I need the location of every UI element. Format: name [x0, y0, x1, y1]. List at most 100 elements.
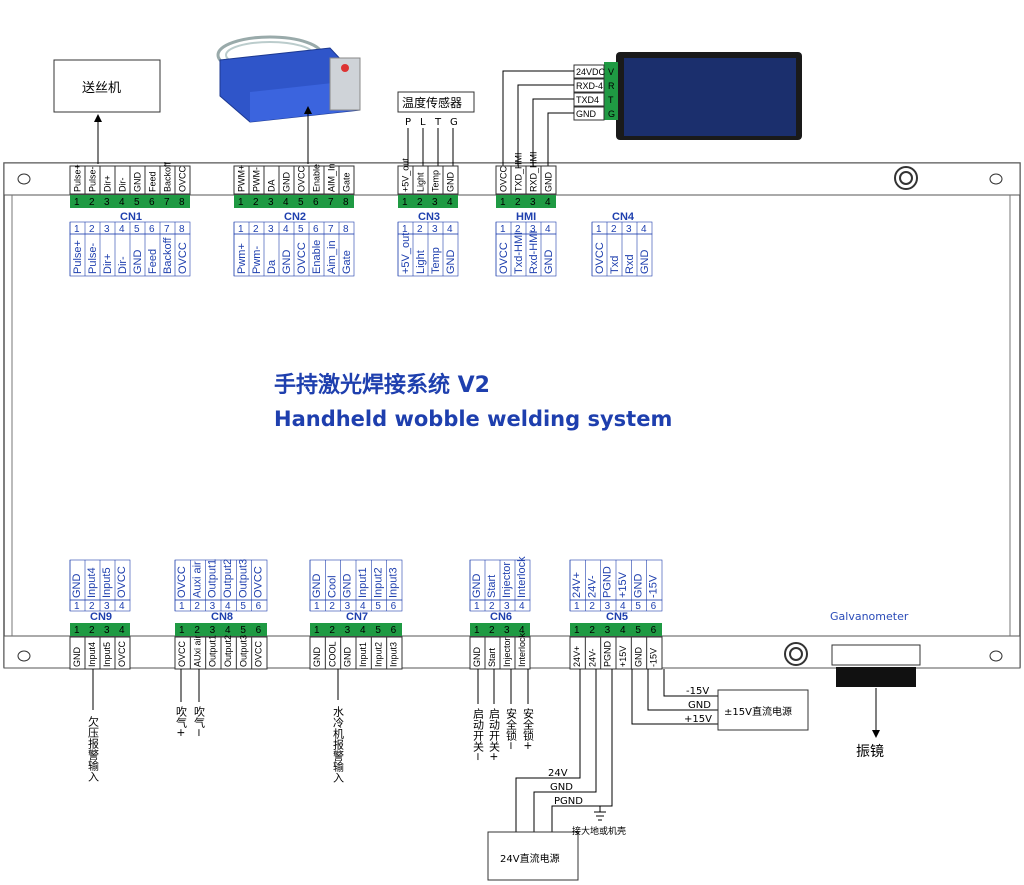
pin-label: Output3 — [237, 559, 249, 598]
terminal-number: 3 — [530, 197, 536, 208]
pin-number: 3 — [210, 601, 216, 612]
terminal-label: Dir- — [118, 178, 128, 193]
laser-source-image — [216, 35, 361, 123]
pin-number: 2 — [89, 601, 95, 612]
hmi-pin-label: TXD4 — [576, 95, 599, 105]
pin-label: Dir- — [117, 256, 129, 274]
terminal-number: 3 — [504, 625, 510, 636]
galvanometer-label: Galvanometer — [830, 610, 909, 623]
fan-screw — [894, 166, 918, 190]
pin-label: OVCC — [498, 242, 510, 274]
pin-number: 5 — [635, 601, 641, 612]
svg-text:安全锁+: 安全锁+ — [522, 707, 535, 751]
pin-label: Output2 — [222, 559, 234, 598]
terminal-label: GND — [343, 647, 353, 668]
connector-title: CN1 — [120, 211, 142, 223]
terminal-number: 1 — [574, 625, 580, 636]
wire-label-gnd: GND — [550, 782, 573, 793]
terminal-number: 2 — [194, 625, 200, 636]
pin-label: +15V — [617, 571, 629, 598]
pin-number: 6 — [149, 224, 155, 235]
temp-sensor-pin: T — [434, 117, 442, 128]
svg-text:水冷机报警输入: 水冷机报警输入 — [332, 706, 345, 783]
pin-label: GND — [445, 250, 457, 275]
pin-number: 1 — [314, 601, 320, 612]
wire-label-gnd15: GND — [688, 700, 711, 711]
pin-label: PGND — [602, 566, 614, 598]
pin-label: Input3 — [388, 567, 400, 598]
terminal-label: GND — [544, 172, 554, 193]
terminal-label: DA — [267, 179, 277, 192]
pin-number: 5 — [375, 601, 381, 612]
pin-label: GND — [311, 574, 323, 599]
wire-label-m15: -15V — [686, 686, 709, 697]
pin-number: 3 — [504, 601, 510, 612]
pin-label: Pulse+ — [72, 240, 84, 274]
temp-sensor-pin: P — [405, 117, 411, 128]
mount-hole — [17, 650, 31, 662]
pin-label: Light — [415, 250, 427, 274]
terminal-number: 1 — [500, 197, 506, 208]
terminal-label: Interlock — [517, 632, 527, 667]
ground-label: 接大地或机壳 — [572, 825, 626, 837]
pin-number: 2 — [417, 224, 423, 235]
terminal-label: PWM- — [252, 167, 262, 192]
terminal-number: 6 — [256, 625, 262, 636]
svg-text:安全锁−: 安全锁− — [505, 707, 518, 751]
terminal-number: 5 — [134, 197, 140, 208]
pin-label: Enable — [311, 240, 323, 274]
terminal-number: 3 — [605, 625, 611, 636]
pin-number: 4 — [119, 224, 125, 235]
pin-number: 6 — [651, 601, 657, 612]
terminal-label: OVCC — [254, 640, 264, 667]
terminal-number: 6 — [149, 197, 155, 208]
pin-label: GND — [543, 250, 555, 275]
terminal-label: Backoff — [163, 162, 173, 192]
pin-label: OVCC — [253, 566, 265, 598]
terminal-number: 5 — [298, 197, 304, 208]
galvo-connector — [831, 644, 921, 687]
terminal-label: Pulse+ — [73, 164, 83, 192]
pin-label: Rxd — [624, 254, 636, 274]
connector-cn9: GND1Input42Input53OVCC4CN91GND2Input43In… — [69, 559, 131, 670]
galvo-label: 振镜 — [856, 744, 884, 760]
terminal-label: OVCC — [117, 640, 127, 667]
terminal-label: PWM+ — [237, 165, 247, 192]
connector-title: HMI — [516, 211, 536, 223]
terminal-label: Output3 — [238, 635, 248, 667]
svg-text:启动开关−: 启动开关− — [472, 708, 485, 762]
terminal-label: OVCC — [177, 640, 187, 667]
pin-label: Start — [486, 575, 498, 598]
terminal-label: Light — [416, 172, 426, 192]
terminal-number: 5 — [240, 625, 246, 636]
start-minus-label: 启动开关− — [472, 708, 485, 762]
pin-label: OVCC — [594, 242, 606, 274]
pin-number: 6 — [256, 601, 262, 612]
terminal-number: 2 — [589, 625, 595, 636]
pin-number: 1 — [500, 224, 506, 235]
terminal-label: Enable — [312, 164, 322, 192]
wire-label-pgnd: PGND — [554, 796, 583, 807]
hmi-side-letter: R — [608, 81, 615, 91]
temp-sensor-label: 温度传感器 — [402, 95, 462, 110]
pin-number: 3 — [104, 601, 110, 612]
pin-label: Backoff — [162, 237, 174, 274]
terminal-number: 6 — [651, 625, 657, 636]
terminal-number: 3 — [210, 625, 216, 636]
pin-label: GND — [342, 574, 354, 599]
terminal-label: GND — [72, 647, 82, 668]
pin-number: 1 — [238, 224, 244, 235]
pin-number: 3 — [345, 601, 351, 612]
pin-number: 2 — [89, 224, 95, 235]
terminal-label: Input3 — [389, 642, 399, 667]
power24-label: 24V直流电源 — [500, 852, 560, 865]
temp-sensor-pin: G — [450, 117, 458, 128]
terminal-label: 24V+ — [572, 646, 582, 667]
terminal-label: +5V_out — [401, 158, 411, 192]
terminal-label: GND — [282, 172, 292, 193]
pin-number: 3 — [530, 224, 536, 235]
terminal-number: 4 — [620, 625, 626, 636]
pin-number: 2 — [589, 601, 595, 612]
hmi-screen — [604, 52, 802, 140]
pin-label: OVCC — [177, 242, 189, 274]
